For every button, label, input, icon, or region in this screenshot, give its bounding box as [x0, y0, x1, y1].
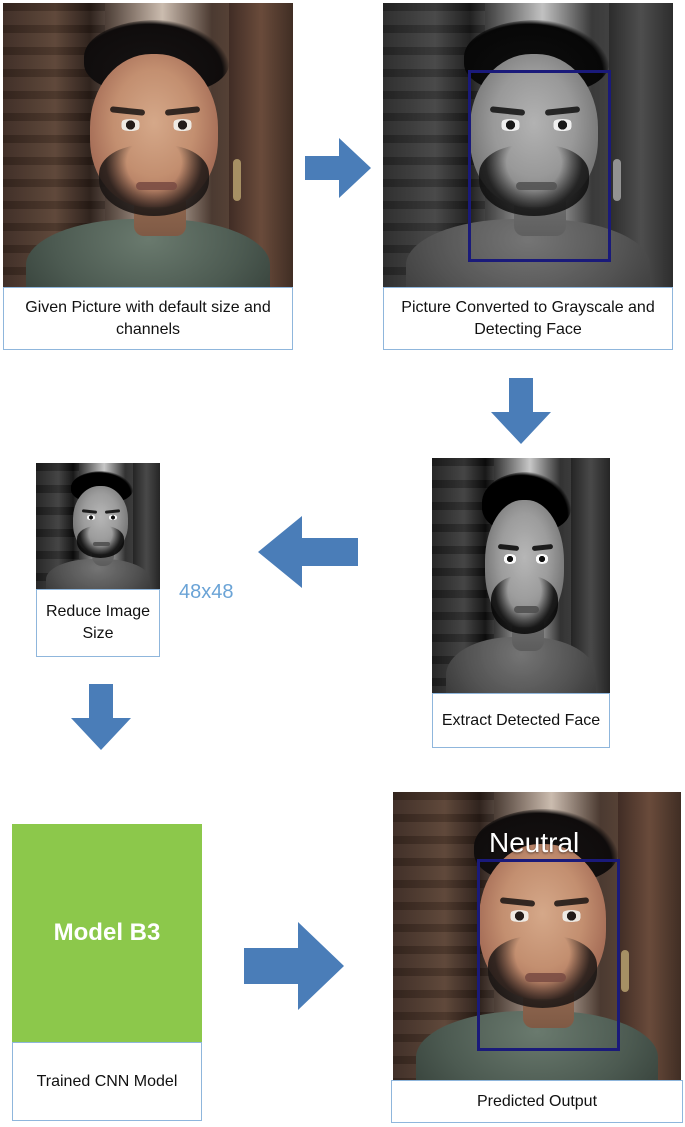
size-label: 48x48 — [179, 582, 234, 602]
extract-caption-text: Extract Detected Face — [441, 711, 601, 729]
predicted-emotion-text: Neutral — [489, 827, 580, 858]
arrow-right-icon — [244, 922, 344, 1010]
size-label-text: 48x48 — [179, 581, 234, 603]
output-caption: Predicted Output — [391, 1080, 683, 1123]
model-caption: Trained CNN Model — [12, 1042, 202, 1121]
output-caption-text: Predicted Output — [476, 1092, 598, 1110]
input-caption: Given Picture with default size and chan… — [3, 287, 293, 350]
reduce-caption-text: Reduce Image Size — [45, 603, 151, 642]
predicted-emotion-label: Neutral — [489, 829, 579, 857]
input-caption-text: Given Picture with default size and chan… — [25, 298, 271, 338]
model-block: Model B3 — [12, 824, 202, 1042]
extracted-face-photo — [432, 458, 610, 693]
model-block-label: Model B3 — [53, 919, 161, 946]
face-detection-box — [468, 70, 611, 262]
extract-caption: Extract Detected Face — [432, 693, 610, 748]
reduce-caption: Reduce Image Size — [36, 589, 160, 657]
input-photo — [3, 3, 293, 287]
arrow-down-icon — [491, 378, 551, 444]
reduced-face-photo — [36, 463, 160, 589]
arrow-left-icon — [258, 516, 358, 588]
arrow-right-icon — [305, 138, 371, 198]
arrow-down-icon — [71, 684, 131, 750]
model-caption-text: Trained CNN Model — [36, 1072, 178, 1090]
output-face-box — [477, 859, 620, 1051]
grayscale-caption-text: Picture Converted to Grayscale and Detec… — [401, 298, 655, 338]
output-photo — [393, 792, 681, 1080]
grayscale-caption: Picture Converted to Grayscale and Detec… — [383, 287, 673, 350]
grayscale-photo — [383, 3, 673, 287]
